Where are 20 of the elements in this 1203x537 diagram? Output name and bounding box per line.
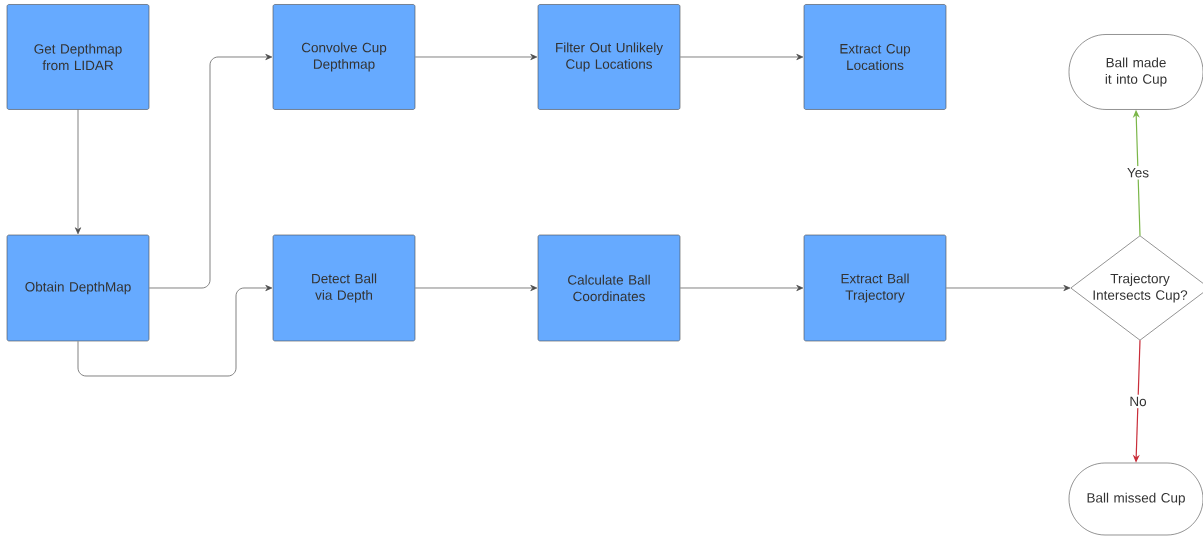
process-box: Detect Ball via Depth — [272, 234, 416, 342]
edge-label: Yes — [1125, 166, 1151, 180]
process-box: Get Depthmap from LIDAR — [6, 4, 150, 110]
terminal-box: Ball missed Cup — [1068, 462, 1203, 536]
process-box: Convolve Cup Depthmap — [272, 4, 416, 110]
arrow — [414, 53, 538, 60]
arrow — [679, 284, 804, 292]
arrow — [945, 284, 1071, 292]
arrow — [77, 284, 273, 377]
arrow — [148, 53, 273, 289]
process-box: Calculate Ball Coordinates — [537, 234, 681, 342]
process-box: Filter Out Unlikely Cup Locations — [537, 4, 681, 110]
process-box: Extract Ball Trajectory — [803, 234, 947, 342]
arrow — [75, 109, 82, 235]
process-box: Extract Cup Locations — [803, 4, 947, 110]
edge-label: No — [1127, 394, 1149, 409]
terminal-box: Ball made it into Cup — [1068, 34, 1203, 110]
arrow — [679, 53, 804, 60]
process-box: Obtain DepthMap — [6, 234, 150, 342]
arrow — [414, 284, 538, 292]
